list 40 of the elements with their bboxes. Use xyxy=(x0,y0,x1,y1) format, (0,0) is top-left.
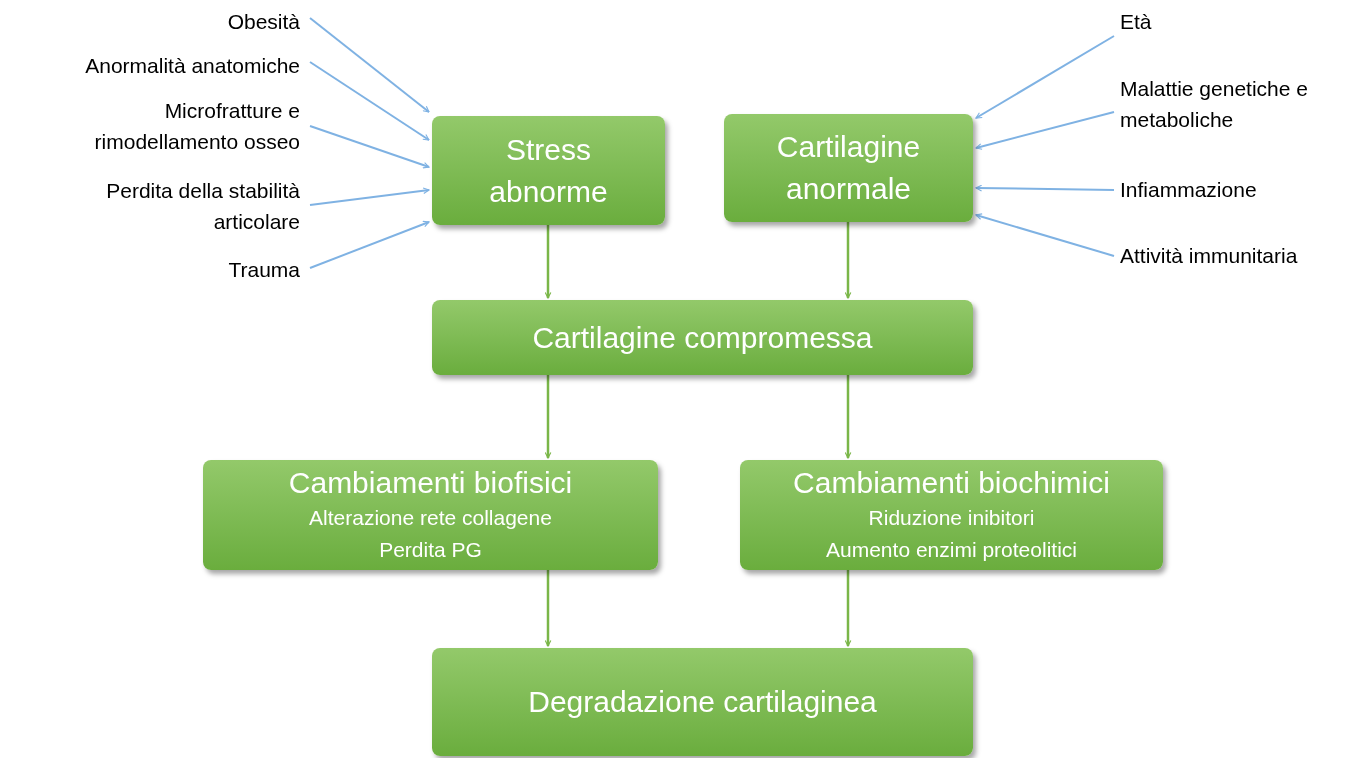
box-text: Riduzione inibitori xyxy=(868,505,1035,531)
box-text: Perdita PG xyxy=(379,537,482,563)
arrow xyxy=(844,570,852,647)
arrow xyxy=(975,213,1115,257)
arrow xyxy=(844,375,852,459)
arrow xyxy=(844,222,852,299)
arrow xyxy=(309,187,430,206)
arrow xyxy=(975,35,1115,119)
factor-label: Età xyxy=(1120,6,1270,36)
factor-label: Trauma xyxy=(150,254,300,284)
factor-label: Obesità xyxy=(150,6,300,36)
box-text: Alterazione rete collagene xyxy=(309,505,552,531)
arrow xyxy=(544,570,552,647)
process-box xyxy=(740,460,1163,570)
arrow xyxy=(975,184,1115,192)
arrow xyxy=(309,125,430,169)
box-title: Cambiamenti biochimici xyxy=(793,465,1110,501)
arrow xyxy=(544,375,552,459)
factor-label: Anormalità anatomiche xyxy=(0,50,300,80)
factor-label: Attività immunitaria xyxy=(1120,240,1369,270)
factor-label: Malattie genetiche e metaboliche xyxy=(1120,72,1335,136)
box-title: Stress abnorme xyxy=(488,131,609,210)
process-box xyxy=(432,300,973,375)
arrow xyxy=(309,61,430,141)
arrow xyxy=(309,17,430,113)
process-box xyxy=(432,648,973,756)
process-box xyxy=(724,114,973,222)
arrow xyxy=(544,225,552,299)
process-box xyxy=(432,116,665,225)
process-box xyxy=(203,460,658,570)
box-title: Degradazione cartilaginea xyxy=(528,684,877,720)
factor-label: Microfratture e rimodellamento osseo xyxy=(80,94,300,158)
box-title: Cartilagine anormale xyxy=(775,129,922,207)
arrow xyxy=(309,220,430,269)
box-text: Aumento enzimi proteolitici xyxy=(826,537,1077,563)
arrow xyxy=(975,111,1115,150)
box-title: Cambiamenti biofisici xyxy=(288,465,573,501)
factor-label: Infiammazione xyxy=(1120,174,1320,204)
factor-label: Perdita della stabilità articolare xyxy=(80,174,300,238)
box-title: Cartilagine compromessa xyxy=(532,319,873,356)
